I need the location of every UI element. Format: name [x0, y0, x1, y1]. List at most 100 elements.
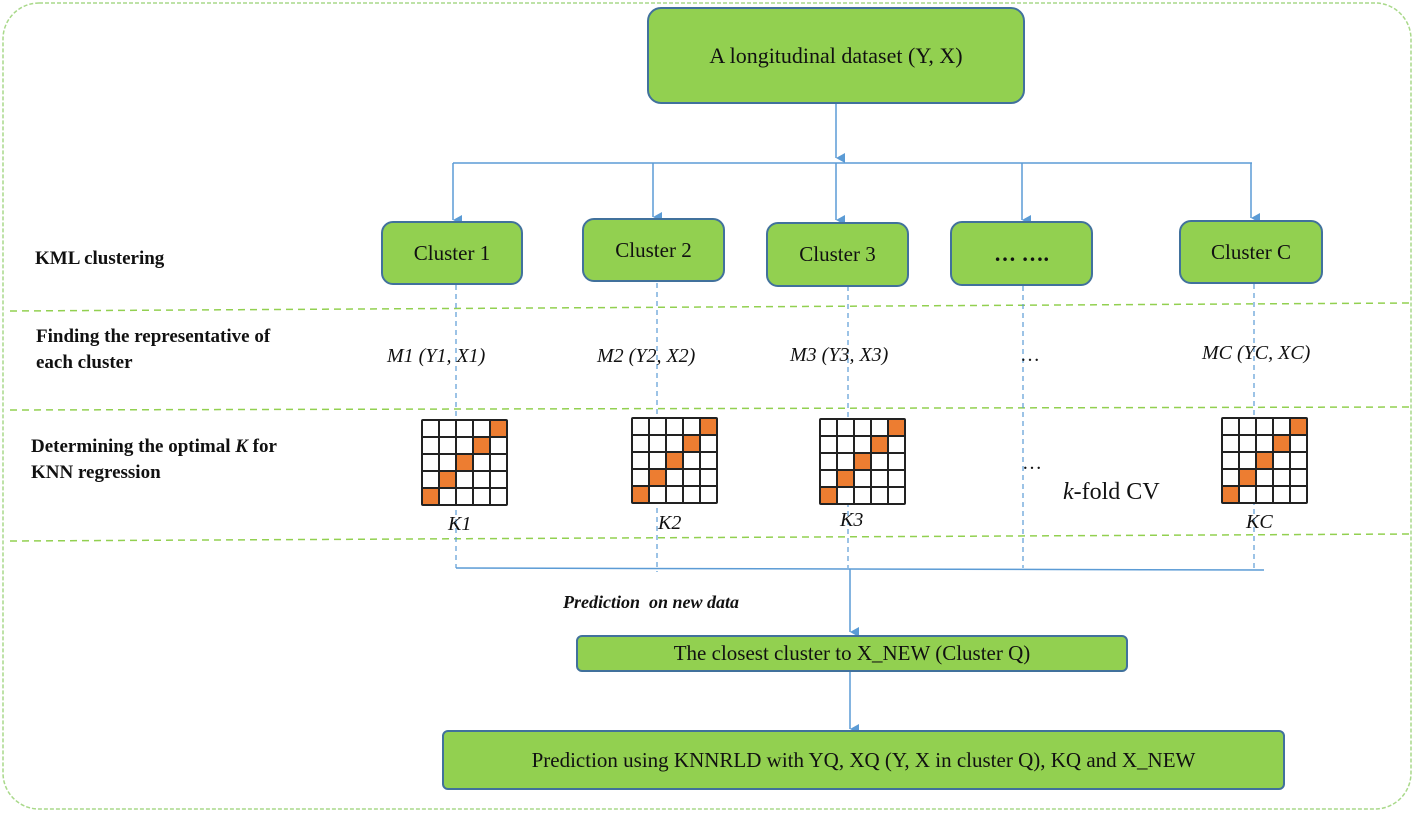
grid-cell [667, 487, 682, 502]
grid-cell [889, 454, 904, 469]
cluster-box-1: Cluster 1 [381, 221, 523, 285]
grid-cell [838, 454, 853, 469]
grid-cell [1257, 419, 1272, 434]
grid-cell [872, 454, 887, 469]
grid-cell [474, 489, 489, 504]
collect-bus [455, 567, 1265, 571]
grid-cell-highlight [474, 438, 489, 453]
grid-cell [1240, 419, 1255, 434]
grid-cell [889, 437, 904, 452]
row-label-optimal-k: Determining the optimal K for KNN regres… [31, 434, 277, 486]
grid-cell [821, 437, 836, 452]
cluster-box-3: Cluster 3 [766, 222, 909, 287]
grid-cell [855, 471, 870, 486]
row-label-part: for [247, 436, 277, 457]
row-label-text: each cluster [36, 352, 133, 373]
grid-cell-highlight [1257, 453, 1272, 468]
grid-cell [701, 436, 716, 451]
cv-grid-2 [631, 417, 718, 504]
grid-cell [457, 489, 472, 504]
grid-cell-highlight [701, 419, 716, 434]
grid-cell [821, 454, 836, 469]
grid-cell-highlight [1240, 470, 1255, 485]
cluster-box-2: Cluster 2 [582, 218, 725, 282]
grid-cell [684, 470, 699, 485]
grid-cell-highlight [491, 421, 506, 436]
grid-cell [684, 487, 699, 502]
grid-cell [491, 455, 506, 470]
grid-cell [440, 421, 455, 436]
grid-cell [474, 455, 489, 470]
grid-cell-highlight [650, 470, 665, 485]
grid-cell [821, 471, 836, 486]
grid-cell-highlight [1274, 436, 1289, 451]
prediction-section-label: Prediction on new data [563, 592, 740, 612]
grid-cell [855, 420, 870, 435]
grid-cell [1274, 453, 1289, 468]
grid-cell [1240, 487, 1255, 502]
grid-cell [440, 455, 455, 470]
separator-2 [9, 406, 1411, 411]
grid-cell [423, 421, 438, 436]
grid-cell [889, 471, 904, 486]
grid-cell [855, 437, 870, 452]
cluster-label: Cluster 2 [615, 237, 692, 262]
grid-cell [633, 453, 648, 468]
representative-1: M1 (Y1, X1) [387, 345, 486, 367]
row-label-text: Determining the optimal K for [31, 434, 277, 460]
grid-cell [838, 488, 853, 503]
cluster-box-c: Cluster C [1179, 220, 1323, 284]
k-label-ellipsis: … [1022, 452, 1042, 474]
grid-cell [457, 421, 472, 436]
grid-cell [701, 470, 716, 485]
cv-grid-c [1221, 417, 1308, 504]
grid-cell [701, 453, 716, 468]
grid-cell [872, 420, 887, 435]
kfold-k: k [1063, 479, 1074, 505]
kfold-cv-label: k-fold CV [1063, 479, 1160, 506]
grid-cell [633, 436, 648, 451]
row-label-representative: Finding the representative of each clust… [36, 324, 270, 376]
row-label-text: KNN regression [31, 462, 161, 483]
grid-cell [457, 438, 472, 453]
row-label-kml-clustering: KML clustering [35, 246, 164, 272]
grid-cell [838, 437, 853, 452]
grid-cell [1240, 436, 1255, 451]
grid-cell [838, 420, 853, 435]
grid-cell [872, 471, 887, 486]
grid-cell-highlight [872, 437, 887, 452]
grid-cell-highlight [838, 471, 853, 486]
grid-cell [474, 472, 489, 487]
grid-cell [701, 487, 716, 502]
cluster-label: Cluster C [1211, 239, 1291, 264]
closest-cluster-box: The closest cluster to X_NEW (Cluster Q) [576, 635, 1128, 672]
grid-cell [1291, 436, 1306, 451]
row-label-k: K [235, 436, 248, 457]
cv-grid-3 [819, 418, 906, 505]
grid-cell [667, 419, 682, 434]
grid-cell [1274, 419, 1289, 434]
grid-cell-highlight [633, 487, 648, 502]
grid-cell-highlight [855, 454, 870, 469]
k-label-1: K1 [448, 513, 472, 535]
grid-cell [1223, 436, 1238, 451]
grid-cell-highlight [457, 455, 472, 470]
grid-cell [423, 438, 438, 453]
grid-cell-highlight [440, 472, 455, 487]
grid-cell [423, 455, 438, 470]
grid-cell [684, 453, 699, 468]
grid-cell [667, 470, 682, 485]
grid-cell [650, 453, 665, 468]
grid-cell [1291, 453, 1306, 468]
representative-ellipsis: … [1020, 344, 1040, 366]
grid-cell [491, 472, 506, 487]
grid-cell [491, 438, 506, 453]
grid-cell [1223, 470, 1238, 485]
grid-cell-highlight [1223, 487, 1238, 502]
grid-cell [872, 488, 887, 503]
row-label-text: KML clustering [35, 248, 165, 269]
separator-3 [9, 533, 1411, 542]
grid-cell-highlight [684, 436, 699, 451]
cluster-box-ellipsis: … …. [950, 221, 1093, 286]
grid-cell [1291, 487, 1306, 502]
